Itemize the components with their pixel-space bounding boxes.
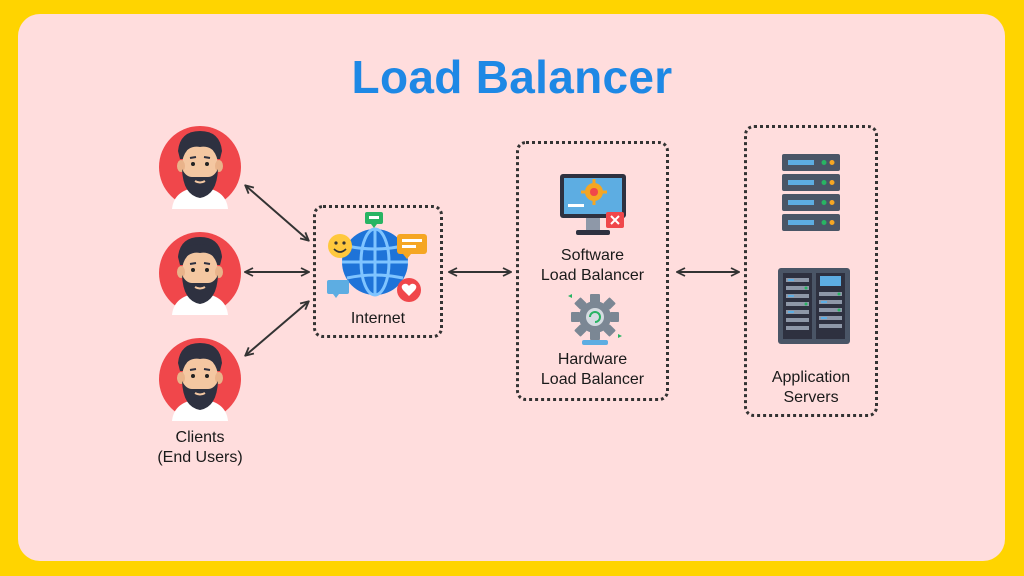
internet-label: Internet — [350, 310, 406, 327]
gear-sync-icon — [568, 294, 622, 345]
software-label-line2: Load Balancer — [540, 267, 645, 284]
monitor-gear-icon — [560, 174, 626, 235]
load-balancer-box — [516, 141, 669, 401]
arrow-client1-internet — [246, 186, 308, 240]
software-label-line1: Software — [560, 247, 625, 264]
hardware-label-line1: Hardware — [557, 351, 628, 368]
bearded-man-avatar-icon — [159, 338, 241, 421]
internet-box — [313, 205, 443, 338]
arrow-client3-internet — [246, 302, 308, 355]
page-title: Load Balancer — [351, 51, 673, 103]
application-servers-label: Application Servers — [744, 368, 878, 408]
server-rack-icon — [782, 154, 840, 231]
servers-label-line2: Servers — [783, 389, 839, 406]
software-load-balancer-label: Software Load Balancer — [516, 246, 669, 286]
hardware-load-balancer-label: Hardware Load Balancer — [516, 350, 669, 390]
clients-label-line1: Clients — [175, 429, 225, 446]
bearded-man-avatar-icon — [159, 232, 241, 315]
clients-label-line2: (End Users) — [157, 449, 243, 466]
bearded-man-avatar-icon — [159, 126, 241, 209]
clients-label: Clients (End Users) — [130, 428, 270, 468]
servers-label-line1: Application — [771, 369, 851, 386]
globe-chat-icon — [327, 212, 427, 302]
application-servers-box — [744, 125, 878, 417]
hardware-label-line2: Load Balancer — [540, 371, 645, 388]
server-cabinet-icon — [778, 268, 850, 344]
